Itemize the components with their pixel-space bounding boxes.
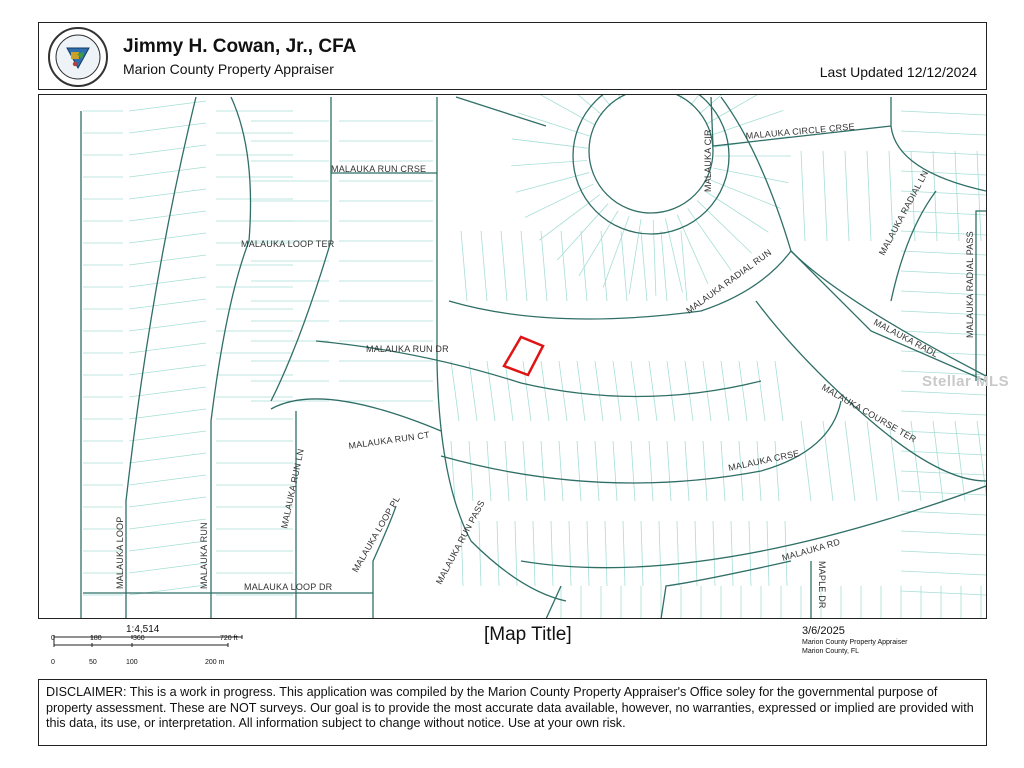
subject-parcel-highlight[interactable] [502,335,545,377]
scale-m-50: 50 [89,659,97,666]
label-malauka-loop-ter: MALAUKA LOOP TER [241,239,335,249]
scale-m-100: 100 [126,659,138,666]
label-malauka-loop-dr: MALAUKA LOOP DR [244,582,333,592]
organization-name: Marion County Property Appraiser [123,61,334,77]
map-canvas[interactable]: MALAUKA RUN CRSE MALAUKA LOOP TER MALAUK… [39,95,986,618]
label-malauka-run-crse: MALAUKA RUN CRSE [331,164,426,174]
map-legend: 1:4,514 0 180 360 720 ft 0 50 100 200 m … [38,621,987,673]
map-title: [Map Title] [484,624,572,645]
disclaimer-text: DISCLAIMER: This is a work in progress. … [38,679,987,746]
scale-ratio: 1:4,514 [126,624,160,635]
label-maple-dr: MAPLE DR [817,561,827,609]
print-location: Marion County, FL [802,648,860,655]
print-organization: Marion County Property Appraiser [802,639,908,646]
scale-ft-0: 0 [51,635,55,642]
parcel-map[interactable]: MALAUKA RUN CRSE MALAUKA LOOP TER MALAUK… [38,94,987,619]
scale-ft-720: 720 ft [220,635,238,642]
label-malauka-run: MALAUKA RUN [199,522,209,589]
property-appraiser-seal-icon [48,27,108,87]
watermark: Stellar MLS [922,373,1010,390]
label-malauka-run-dr: MALAUKA RUN DR [366,344,449,354]
scale-m-0: 0 [51,659,55,666]
parcel-lines [83,95,986,618]
scale-m-200: 200 m [205,659,225,666]
scale-ft-360: 360 [133,635,145,642]
label-malauka-loop: MALAUKA LOOP [115,517,125,589]
road-network [80,95,986,618]
appraiser-name: Jimmy H. Cowan, Jr., CFA [123,36,357,57]
label-malauka-radial-pass: MALAUKA RADIAL PASS [965,231,975,338]
scale-ft-180: 180 [90,635,102,642]
print-date: 3/6/2025 [802,625,845,637]
label-malauka-cir: MALAUKA CIR [703,129,713,192]
header-bar: Jimmy H. Cowan, Jr., CFA Marion County P… [38,22,987,90]
scale-bar [53,635,243,647]
last-updated: Last Updated 12/12/2024 [819,64,977,80]
